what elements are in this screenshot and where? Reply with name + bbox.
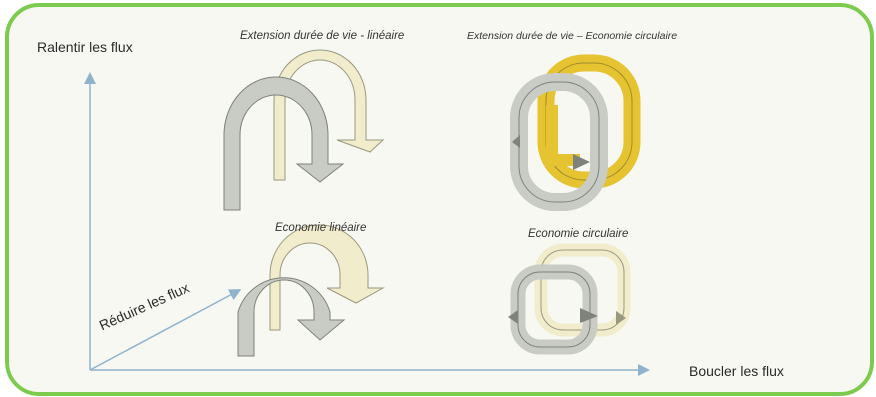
circular-economy-icon bbox=[508, 243, 631, 355]
caption-economie-lineaire: Economie linéaire bbox=[275, 222, 367, 234]
diagonal-axis bbox=[89, 289, 242, 371]
diagram-frame bbox=[5, 3, 874, 396]
axis-label-ralentir: Ralentir les flux bbox=[37, 39, 133, 55]
linear-economy-icon bbox=[237, 224, 385, 357]
caption-extension-lineaire: Extension durée de vie - linéaire bbox=[240, 30, 405, 42]
linear-extension-icon bbox=[223, 49, 385, 211]
circular-extension-icon bbox=[510, 54, 641, 211]
caption-economie-circulaire: Economie circulaire bbox=[528, 228, 629, 240]
axis-label-boucler: Boucler les flux bbox=[689, 363, 784, 379]
caption-extension-circulaire: Extension durée de vie – Economie circul… bbox=[467, 30, 678, 42]
